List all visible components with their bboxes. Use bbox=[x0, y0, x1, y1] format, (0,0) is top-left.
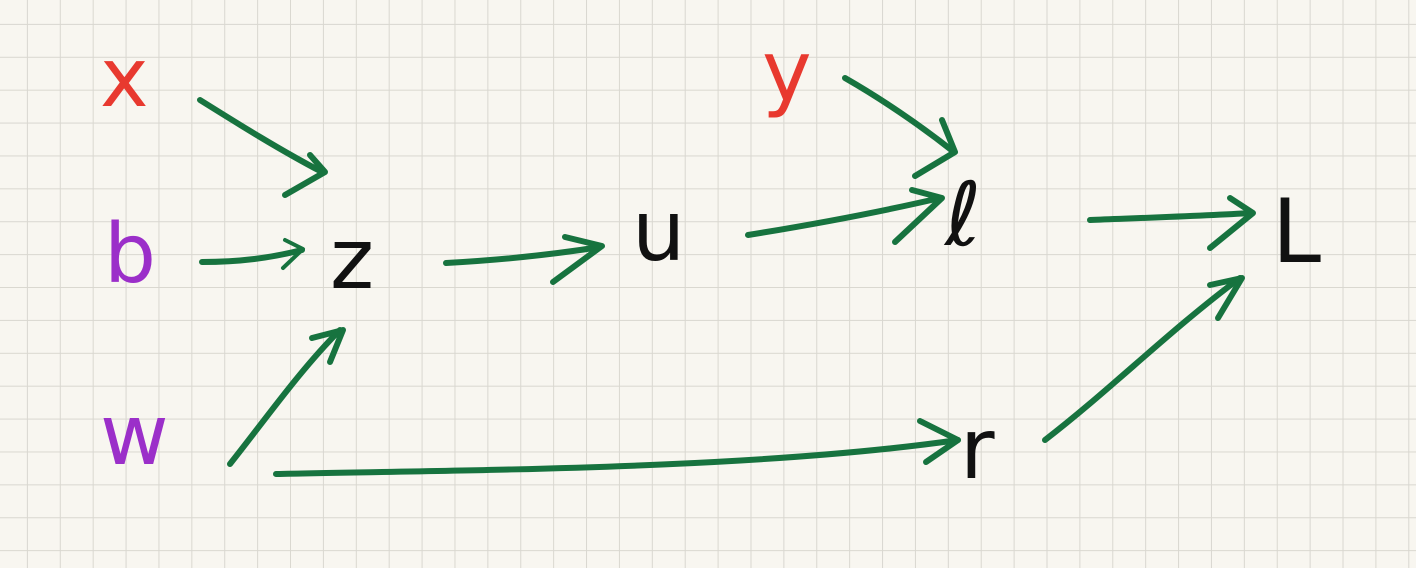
node-r: r bbox=[960, 400, 995, 498]
node-y: y bbox=[762, 22, 812, 120]
edge-w-to-z bbox=[227, 327, 346, 467]
node-w: w bbox=[100, 386, 169, 484]
node-b: b bbox=[104, 207, 156, 302]
edge-r-to-L bbox=[1042, 275, 1245, 443]
node-L: L bbox=[1272, 180, 1321, 283]
node-x: x bbox=[100, 31, 149, 126]
node-z: z bbox=[330, 210, 374, 308]
edge-l-to-L bbox=[1087, 195, 1256, 251]
nodes-group: x b w z u y ℓ r L bbox=[100, 22, 1321, 498]
edge-w-to-r bbox=[273, 418, 961, 477]
node-l: ℓ bbox=[943, 163, 981, 266]
edge-u-to-l bbox=[745, 187, 945, 245]
edge-b-to-z bbox=[199, 238, 305, 270]
edge-x-to-z bbox=[197, 97, 328, 198]
edge-y-to-l bbox=[842, 75, 958, 179]
node-u: u bbox=[632, 182, 685, 280]
edges-group bbox=[197, 75, 1256, 477]
edge-z-to-u bbox=[443, 234, 605, 285]
